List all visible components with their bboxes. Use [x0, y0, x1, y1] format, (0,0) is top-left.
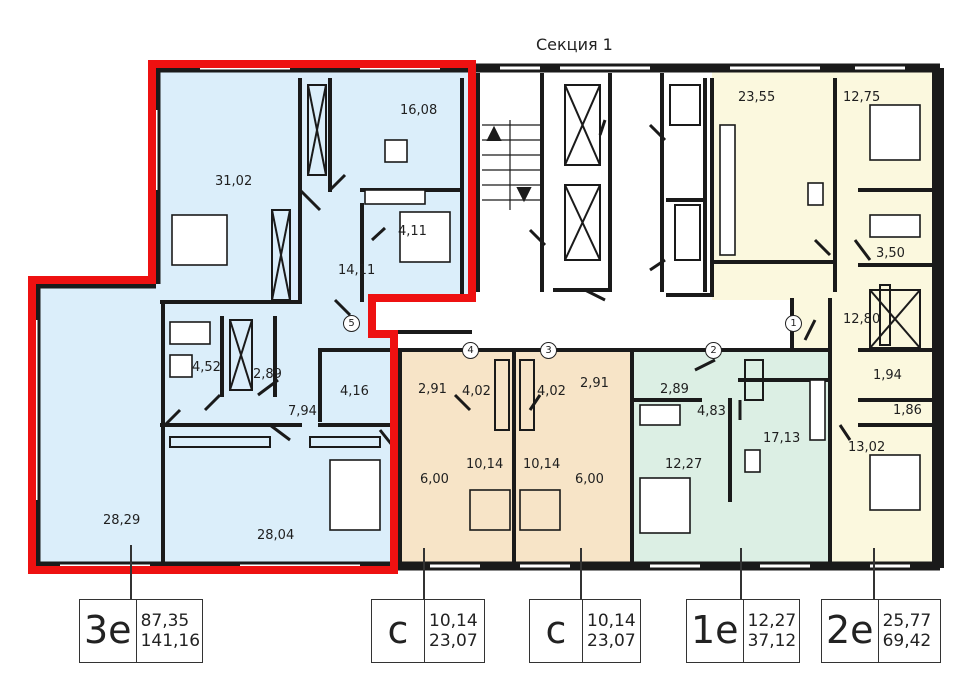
total-area: 69,42 [882, 631, 932, 651]
room-area-label: 6,00 [575, 472, 604, 487]
total-area: 23,07 [587, 631, 636, 651]
room-area-label: 4,11 [398, 224, 427, 239]
room-area-label: 13,02 [848, 440, 886, 455]
living-area: 10,14 [429, 611, 478, 631]
legend-leader-line [423, 548, 425, 599]
apartment-type-code: с [530, 600, 583, 662]
room-area-label: 17,13 [763, 431, 801, 446]
room-area-label: 14,11 [338, 263, 376, 278]
apartment-type-code: 3е [80, 600, 137, 662]
apartment-number-marker: 2 [705, 342, 722, 359]
interior-walls [160, 73, 932, 562]
living-area: 10,14 [587, 611, 636, 631]
room-area-label: 4,02 [537, 384, 566, 399]
apartment-number-marker: 4 [462, 342, 479, 359]
room-area-label: 28,04 [257, 528, 295, 543]
room-area-label: 4,16 [340, 384, 369, 399]
room-area-label: 10,14 [523, 457, 561, 472]
living-area: 12,27 [747, 611, 797, 631]
section-title: Секция 1 [536, 35, 613, 54]
furniture [169, 104, 921, 534]
apartment-type-code: 1е [687, 600, 744, 662]
room-area-label: 2,89 [253, 367, 282, 382]
room-area-label: 23,55 [738, 90, 776, 105]
apartment-type-code: с [372, 600, 425, 662]
total-area: 23,07 [429, 631, 478, 651]
room-area-label: 4,02 [462, 384, 491, 399]
living-area: 25,77 [882, 611, 932, 631]
total-area: 141,16 [140, 631, 201, 651]
total-area: 37,12 [747, 631, 797, 651]
room-area-label: 1,86 [893, 403, 922, 418]
room-area-label: 3,50 [876, 246, 905, 261]
studio-3-fill [516, 350, 632, 564]
studio-4-fill [396, 350, 512, 564]
room-area-label: 6,00 [420, 472, 449, 487]
selected-apartment-outline [28, 60, 476, 574]
apartment-legend-1e[interactable]: 1е 12,27 37,12 [686, 599, 800, 663]
legend-leader-line [873, 548, 875, 599]
room-area-label: 2,89 [660, 382, 689, 397]
apartment-legend-2e[interactable]: 2е 25,77 69,42 [821, 599, 941, 663]
apartment-type-code: 2е [822, 600, 879, 662]
room-area-label: 10,14 [466, 457, 504, 472]
room-area-label: 7,94 [288, 404, 317, 419]
core-elements [169, 84, 921, 448]
apartment-legend-studio-3[interactable]: с 10,14 23,07 [529, 599, 641, 663]
apartment-2e-fill [712, 70, 932, 565]
apartment-number-marker: 1 [785, 315, 802, 332]
room-area-label: 4,83 [697, 404, 726, 419]
room-area-label: 31,02 [215, 174, 253, 189]
room-area-label: 1,94 [873, 368, 902, 383]
room-area-label: 12,75 [843, 90, 881, 105]
room-area-label: 2,91 [580, 376, 609, 391]
apartment-number-marker: 5 [343, 315, 360, 332]
room-area-label: 2,91 [418, 382, 447, 397]
room-area-label: 4,52 [192, 360, 221, 375]
apartment-legend-3e[interactable]: 3е 87,35 141,16 [79, 599, 203, 663]
room-area-label: 12,80 [843, 312, 881, 327]
room-area-label: 12,27 [665, 457, 703, 472]
legend-leader-line [130, 545, 132, 599]
room-area-label: 16,08 [400, 103, 438, 118]
legend-leader-line [580, 548, 582, 599]
living-area: 87,35 [140, 611, 190, 631]
apartment-number-marker: 3 [540, 342, 557, 359]
room-area-label: 28,29 [103, 513, 141, 528]
legend-leader-line [740, 548, 742, 599]
apartment-legend-studio-4[interactable]: с 10,14 23,07 [371, 599, 485, 663]
